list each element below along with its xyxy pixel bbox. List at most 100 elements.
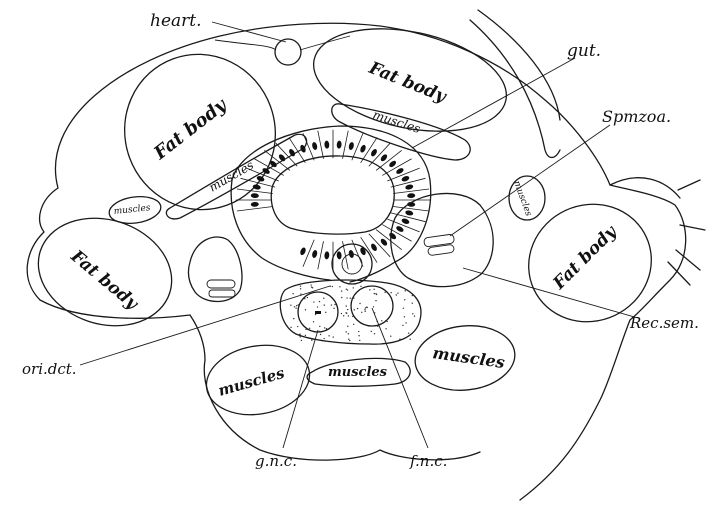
stipple-dot [311, 286, 312, 287]
stipple-dot [290, 304, 291, 305]
stipple-dot [341, 297, 342, 298]
stipple-dot [326, 328, 327, 329]
stipple-dot [408, 332, 409, 333]
label-gut: gut. [567, 41, 601, 61]
stipple-dot [385, 328, 386, 329]
stipple-dot [347, 326, 348, 327]
epithelial-cell-nucleus [405, 184, 414, 191]
epithelial-cell-wall [318, 131, 324, 159]
stipple-dot [343, 315, 344, 316]
stipple-dot [324, 327, 325, 328]
epithelial-cell-nucleus [395, 167, 404, 175]
epithelial-cell-nucleus [348, 142, 355, 151]
label-heart: heart. [150, 11, 202, 31]
stipple-dot [307, 297, 308, 298]
stipple-dot [350, 298, 351, 299]
epithelial-cell-wall [393, 189, 429, 193]
stipple-dot [320, 334, 321, 335]
stipple-dot [341, 313, 342, 314]
stipple-dot [397, 292, 398, 293]
label-rec-sem: Rec.sem. [629, 314, 699, 332]
fat-body-label-upper-left: Fat body [149, 94, 231, 165]
heart-wall [215, 36, 350, 50]
stipple-dot [373, 289, 374, 290]
epithelial-cell-nucleus [401, 175, 410, 182]
label-gnc: g.n.c. [255, 452, 297, 470]
stipple-dot [295, 307, 296, 308]
stipple-dot [371, 331, 372, 332]
epithelial-cell-nucleus [252, 184, 261, 191]
stipple-dot [348, 333, 349, 334]
stipple-dot [396, 294, 397, 295]
stipple-dot [403, 308, 404, 309]
stipple-dot [348, 338, 349, 339]
stipple-dot [305, 309, 306, 310]
stipple-dot [405, 322, 406, 323]
stipple-dot [294, 306, 295, 307]
gut-lumen [271, 156, 394, 234]
stipple-dot [354, 309, 355, 310]
stipple-dot [317, 306, 318, 307]
stipple-dot [309, 328, 310, 329]
epithelial-cell-nucleus [324, 140, 329, 148]
stipple-dot [324, 304, 325, 305]
stipple-dot [353, 287, 354, 288]
stipple-dot [390, 336, 391, 337]
muscles-label-small-right: muscles [511, 180, 533, 218]
stipple-dot [364, 309, 365, 310]
stipple-dot [360, 286, 361, 287]
stipple-dot [412, 295, 413, 296]
right-lateral-flap [610, 178, 705, 285]
stipple-dot [365, 307, 366, 308]
epithelial-cell-nucleus [401, 217, 410, 224]
stipple-dot [304, 298, 305, 299]
epithelial-cell-nucleus [336, 140, 341, 148]
stipple-dot [305, 329, 306, 330]
stipple-dot [310, 284, 311, 285]
stipple-dot [404, 299, 405, 300]
stipple-dot [361, 312, 362, 313]
fibrous-nerve-cord [351, 286, 393, 326]
stipple-dot [346, 297, 347, 298]
stipple-dot [380, 323, 381, 324]
stipple-dot [366, 306, 367, 307]
epithelial-cell-nucleus [251, 202, 259, 207]
stipple-dot [384, 292, 385, 293]
stipple-dot [353, 324, 354, 325]
stipple-dot [319, 331, 320, 332]
stipple-dot [386, 321, 387, 322]
fat-body-label-right: Fat body [549, 221, 622, 294]
epithelial-cell-nucleus [380, 153, 389, 162]
stipple-dot [399, 339, 400, 340]
muscles-label-upper-strip: muscles [371, 108, 422, 136]
stipple-dot [352, 316, 353, 317]
stipple-dot [319, 326, 320, 327]
epithelial-cell-nucleus [388, 160, 397, 169]
stipple-dot [347, 309, 348, 310]
stipple-dot [300, 288, 301, 289]
stipple-dot [364, 311, 365, 312]
stipple-dot [345, 312, 346, 313]
stipple-dot [357, 308, 358, 309]
epithelial-cell-nucleus [336, 251, 341, 259]
stipple-dot [374, 333, 375, 334]
stipple-dot [369, 289, 370, 290]
muscles-label-bottom-left: muscles [216, 364, 287, 400]
epithelial-cell-nucleus [251, 193, 259, 198]
stipple-dot [412, 302, 413, 303]
stipple-dot [315, 314, 316, 315]
stipple-dot [296, 305, 297, 306]
label-fnc: f.n.c. [409, 452, 447, 470]
epithelial-cell-nucleus [407, 193, 415, 198]
epithelial-cell-nucleus [299, 247, 306, 256]
stipple-dot [334, 304, 335, 305]
stipple-dot [414, 315, 415, 316]
epithelial-cell-nucleus [324, 251, 329, 259]
stipple-dot [348, 315, 349, 316]
stipple-dot [410, 339, 411, 340]
nerve-cord-mass [280, 280, 421, 344]
stipple-dot [381, 320, 382, 321]
stipple-dot [299, 334, 300, 335]
